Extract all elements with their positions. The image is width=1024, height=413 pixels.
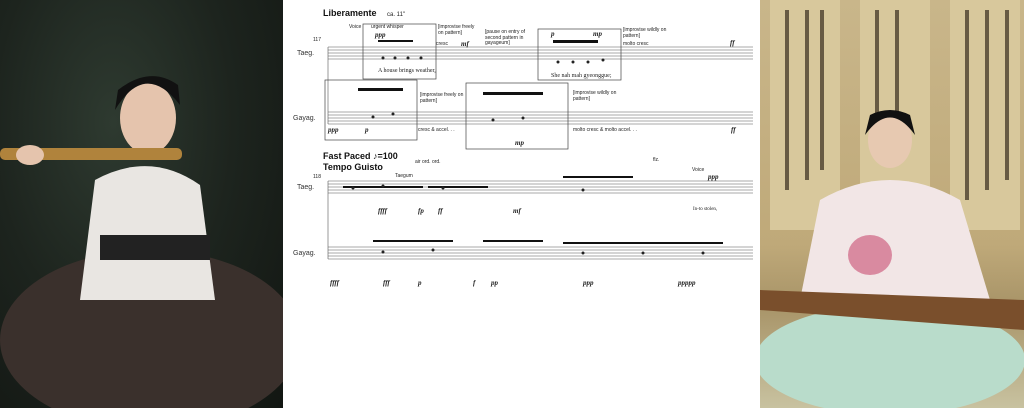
dynamic: f (473, 279, 476, 287)
dynamic: ppp (328, 126, 339, 134)
dynamic: p (418, 279, 422, 287)
dynamic: pp (491, 279, 498, 287)
improvise-wildly: [improvise wildly on pattern] (623, 27, 667, 39)
air-ord: air ord. ord. (415, 159, 441, 165)
dynamic: ppp (583, 279, 594, 287)
molto-cresc-accel: molto cresc & molto accel. . . (573, 127, 637, 133)
lyric: She nah mah gyeonggue; (551, 73, 612, 79)
pause-instruction: [pause on entry of second pattern in gay… (485, 29, 526, 46)
dynamic: ppp (375, 31, 386, 39)
flute-player-illustration (0, 76, 300, 413)
dynamic: ppppp (678, 279, 696, 287)
dynamic: mf (461, 40, 469, 48)
measure-number: 117 (313, 37, 321, 43)
lyric: A house brings weather, (378, 68, 436, 74)
molto-cresc: molto cresc (623, 41, 649, 47)
improvise-freely: [improvise freely on pattern] (438, 24, 475, 36)
dynamic: ffff (378, 207, 387, 215)
cresc-accel: cresc & accel. . . (418, 127, 455, 133)
dynamic: mp (593, 30, 602, 38)
taegum-label: Taegum (395, 173, 413, 179)
voice-label: Voice (692, 167, 705, 173)
dynamic: ff (731, 126, 736, 134)
dynamic: mp (515, 139, 524, 147)
cresc: cresc (436, 41, 448, 47)
tempo-guisto: Tempo Guisto (323, 162, 383, 172)
instrument-label-taeg: Taeg. (297, 50, 315, 57)
duration: ca. 11" (387, 12, 406, 18)
lyric: In-to stolen, (693, 207, 718, 212)
voice-label: Voice (349, 24, 362, 30)
dynamic: ppp (708, 173, 719, 181)
tempo-fast-paced: Fast Paced ♪=100 (323, 151, 398, 161)
instrument-label-gayag: Gayag. (293, 250, 316, 257)
gayag-improvise-freely: [improvise freely on pattern] (420, 92, 464, 104)
gayag-improvise-wildly: [improvise wildly on pattern] (573, 90, 617, 102)
taegum-player-photo (0, 0, 300, 413)
staff-lines (324, 23, 753, 260)
instrument-label-taeg: Taeg. (297, 184, 315, 191)
dynamic: fp (418, 207, 424, 215)
gayageum-player-photo (755, 0, 1024, 413)
flz: flz. (653, 157, 660, 163)
dynamic: p (551, 30, 555, 38)
dynamic: ff (438, 207, 443, 215)
dynamic: ff (730, 39, 735, 47)
measure-number: 118 (313, 174, 321, 180)
urgent-whisper: urgent whisper (371, 24, 404, 30)
gayageum-player-illustration (755, 0, 1024, 413)
instrument-label-gayag: Gayag. (293, 115, 316, 122)
dynamic: p (365, 126, 369, 134)
dynamic: fff (383, 279, 390, 287)
music-score: Liberamente ca. 11" 117 Taeg. Gayag. Voi… (283, 0, 760, 300)
tempo-liberamente: Liberamente (323, 8, 377, 18)
dynamic: mf (513, 207, 521, 215)
dynamic: ffff (330, 279, 339, 287)
